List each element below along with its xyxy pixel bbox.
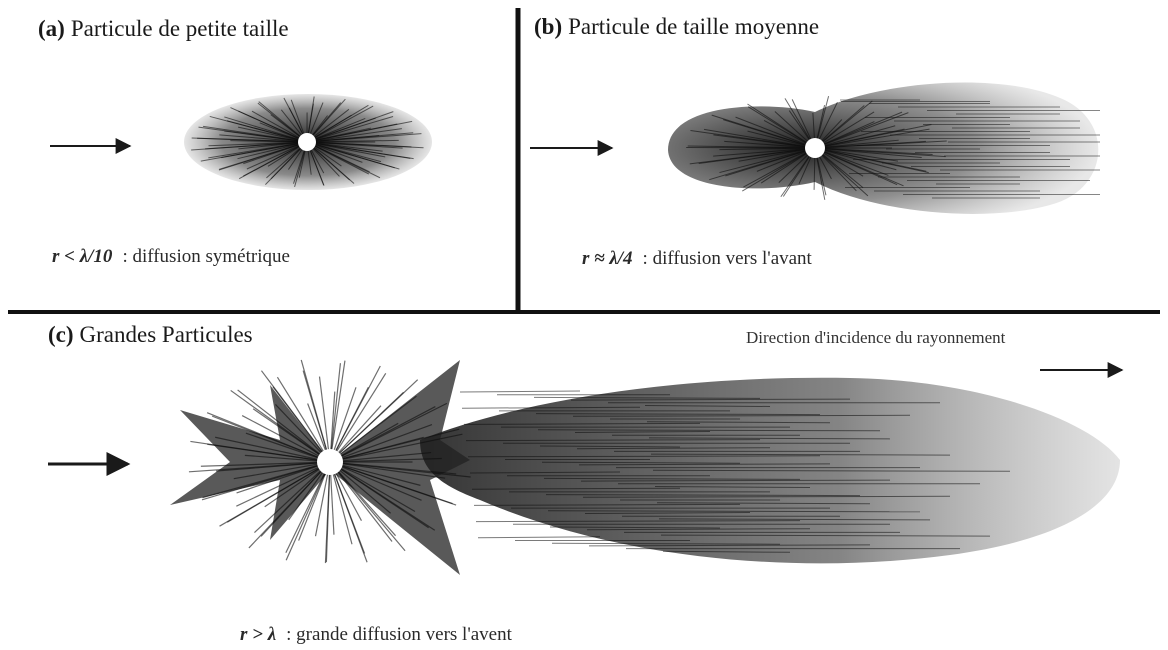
panel-c-title: (c)Grandes Particules bbox=[48, 322, 253, 348]
panel-a-label: (a) bbox=[38, 16, 65, 41]
panel-b-title: (b)Particule de taille moyenne bbox=[534, 14, 819, 40]
panel-a-caption-text: : diffusion symétrique bbox=[122, 246, 289, 267]
panel-c-label: (c) bbox=[48, 322, 74, 347]
panel-c-caption: r > λ : grande diffusion vers l'avent bbox=[240, 624, 512, 646]
direction-note: Direction d'incidence du rayonnement bbox=[746, 328, 1005, 348]
panel-b-caption-text: : diffusion vers l'avant bbox=[643, 248, 812, 269]
particle-a bbox=[298, 133, 316, 151]
panel-b-formula: r ≈ λ/4 bbox=[582, 248, 633, 269]
panel-b-label: (b) bbox=[534, 14, 562, 39]
panel-c-caption-text: : grande diffusion vers l'avent bbox=[286, 624, 512, 645]
panel-b-title-text: Particule de taille moyenne bbox=[568, 14, 819, 39]
panel-a-title-text: Particule de petite taille bbox=[71, 16, 289, 41]
particle-c bbox=[317, 449, 343, 475]
hatch-stroke bbox=[325, 462, 330, 563]
particle-b bbox=[805, 138, 825, 158]
panel-a-title: (a)Particule de petite taille bbox=[38, 16, 289, 42]
panel-b-caption: r ≈ λ/4 : diffusion vers l'avant bbox=[582, 248, 812, 270]
panel-a-caption: r < λ/10 : diffusion symétrique bbox=[52, 246, 290, 268]
panel-c-graphic bbox=[48, 360, 1122, 575]
panel-c-title-text: Grandes Particules bbox=[80, 322, 253, 347]
panel-c-formula: r > λ bbox=[240, 624, 276, 645]
hatch-stroke bbox=[460, 391, 580, 392]
hatch-stroke bbox=[478, 537, 600, 538]
panel-b-graphic bbox=[530, 82, 1100, 213]
panel-a-graphic bbox=[50, 94, 432, 190]
panel-a-formula: r < λ/10 bbox=[52, 246, 112, 267]
